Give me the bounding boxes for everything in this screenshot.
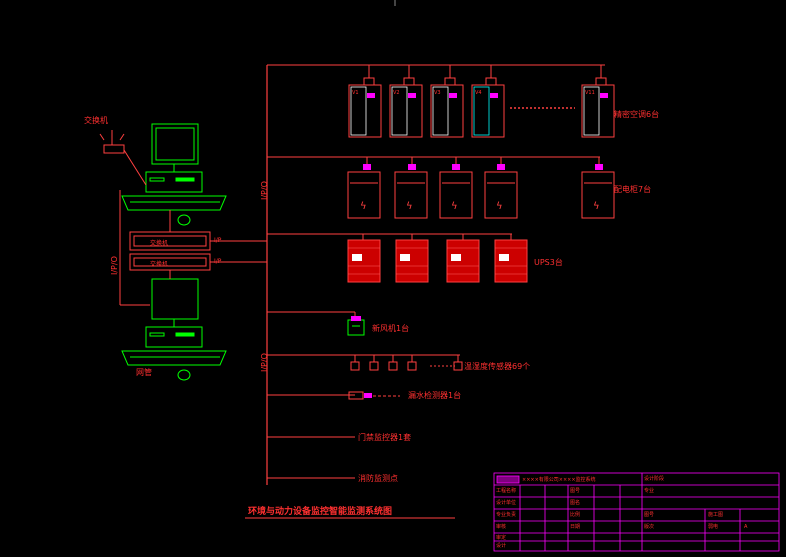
leak-detector: [348, 391, 400, 400]
tb-right-0: 设计阶段: [644, 476, 665, 482]
label-temp: 温湿度传感器69个: [464, 362, 531, 371]
diagram-title: 环境与动力设备监控智能监测系统图: [248, 507, 393, 517]
cab-tag-1: V1: [352, 90, 359, 96]
bus-label-3: I/P/O: [110, 256, 119, 275]
computer-top: [121, 123, 227, 226]
svg-text:ϟ: ϟ: [451, 201, 458, 212]
aircon-cabinet-5: [581, 77, 615, 138]
temp-sensors: [350, 355, 463, 371]
row3-drops: [362, 234, 512, 240]
ups-unit-2: [395, 239, 429, 283]
cab-tag-3: V3: [434, 90, 441, 96]
svg-text:ϟ: ϟ: [496, 201, 503, 212]
distribution-cabinets: ϟ ϟ ϟ ϟ ϟ: [347, 164, 615, 219]
tb-row-5: 设计: [496, 543, 507, 549]
cab-tag-2: V2: [393, 90, 400, 96]
tb-mid-3: 日期: [570, 524, 581, 530]
label-ups: UPS3台: [534, 258, 563, 267]
tb-right-3: 版次: [644, 524, 655, 530]
tb-val-0: 施工图: [708, 512, 724, 518]
cab-tag-5: V11: [585, 90, 595, 96]
label-leak: 漏水检测器1台: [408, 391, 462, 400]
cab-tag-4: V4: [475, 90, 482, 96]
modem-icon: [99, 130, 147, 186]
label-modem: 交换机: [84, 116, 108, 125]
svg-text:ϟ: ϟ: [406, 201, 413, 212]
ups-unit-3: [446, 239, 480, 283]
switch-label-1: 交换机: [150, 240, 169, 247]
tb-row-1: 设计单位: [496, 500, 517, 506]
computer-bottom: [121, 278, 227, 381]
dist-cabinet-1: ϟ: [347, 164, 381, 219]
tb-row-4: 审定: [496, 535, 507, 541]
label-door: 门禁监控器1套: [358, 433, 412, 442]
bus-label-2: I/P/O: [260, 353, 269, 372]
aircon-cabinet-3: [430, 77, 464, 138]
ups-units: [347, 239, 528, 283]
dist-cabinet-5: ϟ: [581, 164, 615, 219]
ups-unit-4: [494, 239, 528, 283]
tb-mid-1: 图名: [570, 500, 581, 506]
tb-right-2: 图号: [644, 512, 655, 518]
tb-row-3: 审核: [496, 524, 507, 530]
aircon-cabinet-1: [348, 77, 382, 138]
ups-unit-1: [347, 239, 381, 283]
tb-company: ××××有限公司××××监控系统: [522, 477, 596, 483]
svg-text:ϟ: ϟ: [360, 201, 367, 212]
dist-cabinet-2: ϟ: [394, 164, 428, 219]
switch-label-2: 交换机: [150, 261, 169, 268]
tb-mid-2: 比例: [570, 512, 581, 518]
aircon-cabinet-4: [471, 77, 505, 138]
tb-val-3: A: [744, 524, 748, 530]
aircon-cabinet-2: [389, 77, 423, 138]
tb-row-2: 专业负责: [496, 512, 517, 518]
label-aircon: 精密空调6台: [614, 110, 660, 119]
label-dist: 配电柜7台: [614, 185, 652, 194]
svg-text:ϟ: ϟ: [593, 201, 600, 212]
dist-cabinet-4: ϟ: [484, 164, 518, 219]
bus-label-1: I/P/O: [260, 181, 269, 200]
tb-val-1: 弱电: [708, 524, 719, 530]
switch-units: [119, 190, 267, 306]
row1-drops: [368, 65, 602, 78]
title-block: [493, 472, 780, 552]
tb-right-1: 专业: [644, 488, 655, 494]
dist-cabinet-3: ϟ: [439, 164, 473, 219]
aircon-cabinets: [348, 77, 615, 138]
fresh-air-unit: [347, 312, 365, 336]
line-label-1: I/P: [214, 237, 222, 244]
tb-row-0: 工程名称: [496, 488, 517, 494]
row2-drops: [366, 157, 600, 166]
label-fresh: 新风机1台: [372, 324, 410, 333]
label-fire: 消防监测点: [358, 474, 398, 483]
tb-mid-0: 图号: [570, 488, 581, 494]
line-label-2: I/P: [214, 258, 222, 265]
label-computer: 网管: [136, 368, 152, 377]
